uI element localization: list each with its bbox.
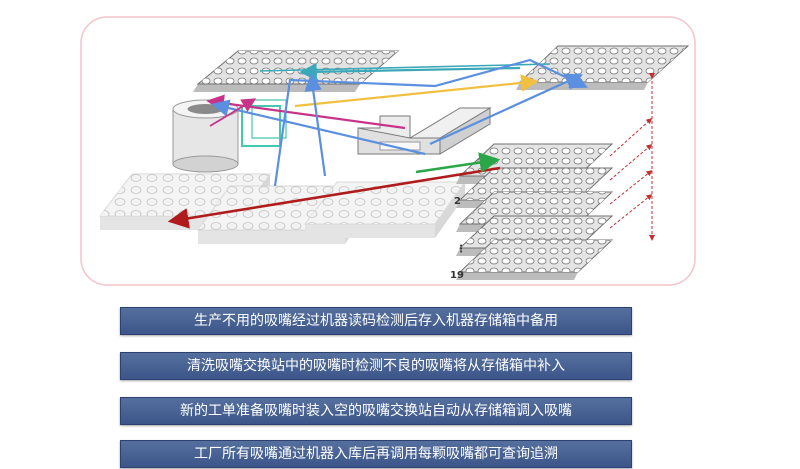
arrow-blue-1 (273, 58, 588, 187)
arrow-teal-1 (299, 63, 521, 81)
caption-bar-1: 生产不用的吸嘴经过机器读码检测后存入机器存储箱中备用 (120, 307, 632, 335)
arrow-blue-2 (211, 99, 426, 156)
stack-label-19: 19 (450, 270, 464, 281)
caption-bar-2: 清洗吸嘴交换站中的吸嘴时检测不良的吸嘴将从存储箱中补入 (120, 352, 632, 380)
nozzle-exchange-station (357, 107, 492, 155)
stack-label-dots: ⋮ (456, 244, 466, 255)
storage-box-stack (456, 143, 614, 280)
arrow-blue-4 (429, 73, 584, 146)
arrow-teal-2 (259, 63, 551, 72)
caption-text-3: 新的工单准备吸嘴时装入空的吸嘴交换站自动从存储箱调入吸嘴 (180, 403, 572, 419)
arrow-red (167, 166, 501, 229)
caption-bar-4: 工厂所有吸嘴通过机器入库后再调用每颗吸嘴都可查询追溯 (120, 440, 632, 468)
caption-text-2: 清洗吸嘴交换站中的吸嘴时检测不良的吸嘴将从存储箱中补入 (187, 358, 565, 374)
top-left-tray (193, 50, 400, 92)
nozzle-flow-diagram: 2 ⋮ 19 (80, 16, 700, 288)
caption-text-1: 生产不用的吸嘴经过机器读码检测后存入机器存储箱中备用 (194, 313, 558, 329)
stack-label-2: 2 (454, 196, 461, 207)
stack-dashed-arrows (609, 73, 655, 241)
caption-bar-3: 新的工单准备吸嘴时装入空的吸嘴交换站自动从存储箱调入吸嘴 (120, 397, 632, 425)
arrow-magenta-2 (209, 98, 257, 127)
nozzle-cylinder (172, 99, 239, 173)
caption-text-4: 工厂所有吸嘴通过机器入库后再调用每颗吸嘴都可查询追溯 (194, 446, 558, 462)
arrow-yellow (294, 74, 539, 108)
flow-arrows (167, 58, 588, 229)
arrow-blue-3 (304, 73, 327, 177)
arrow-green (415, 152, 501, 174)
